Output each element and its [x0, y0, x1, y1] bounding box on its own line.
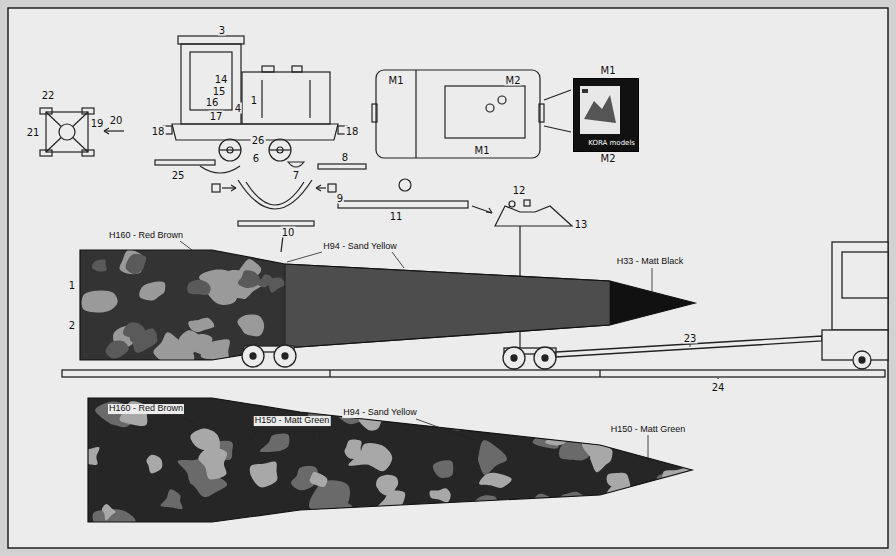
camouflage-patch — [126, 254, 147, 274]
callout-number: 23 — [683, 333, 698, 344]
callout-number: 7 — [292, 170, 300, 181]
camouflage-patch — [470, 495, 503, 522]
camouflage-patch — [348, 443, 392, 471]
callout-number: 1 — [250, 95, 258, 106]
camouflage-patch — [560, 415, 582, 431]
camouflage-patch — [538, 420, 555, 433]
camouflage-patch — [453, 501, 471, 520]
camouflage-patch — [546, 402, 578, 428]
camouflage-patch — [250, 461, 278, 487]
paint-label: H94 - Sand Yellow — [342, 408, 418, 418]
callout-number: 26 — [251, 135, 266, 146]
camouflage-patch — [328, 496, 352, 514]
camouflage-patch — [529, 398, 550, 413]
camouflage-patch — [493, 506, 522, 530]
callout-number: M2 — [505, 75, 522, 86]
camouflage-patch — [92, 259, 107, 271]
paint-label: H150 - Matt Green — [610, 425, 687, 435]
paint-label: H150 - Matt Green — [254, 416, 331, 426]
camouflage-patch — [171, 345, 194, 365]
locomotive-top-view — [372, 70, 571, 158]
camouflage-patch — [310, 472, 328, 487]
locomotive-side-view — [155, 36, 366, 173]
callout-number: 12 — [512, 185, 527, 196]
camouflage-patch — [187, 280, 210, 295]
camouflage-patch — [478, 440, 507, 475]
camouflage-patch — [198, 447, 227, 479]
rocket-top-view — [75, 390, 697, 530]
paint-label: H160 - Red Brown — [108, 231, 184, 241]
decal-sheet: KORA models — [573, 78, 639, 152]
camouflage-patch — [146, 455, 162, 474]
callout-number: M2 — [600, 153, 617, 164]
camouflage-patch — [75, 447, 99, 465]
callout-number: M1 — [600, 65, 617, 76]
camouflage-patch — [139, 282, 165, 301]
callout-number: 3 — [218, 25, 226, 36]
camouflage-patch — [432, 390, 460, 408]
camouflage-patch — [480, 502, 502, 518]
camouflage-patch — [620, 487, 657, 518]
callout-number: 13 — [574, 219, 589, 230]
paint-label: H94 - Sand Yellow — [322, 242, 398, 252]
camouflage-patch — [376, 475, 398, 493]
camouflage-patch — [514, 400, 536, 415]
camouflage-patch — [260, 433, 290, 452]
callout-number: 11 — [389, 211, 404, 222]
callout-number: M1 — [388, 75, 405, 86]
paint-label: H33 - Matt Black — [616, 257, 685, 267]
callout-number: 6 — [252, 153, 260, 164]
callout-number: 25 — [171, 170, 186, 181]
camouflage-patch — [429, 488, 450, 502]
callout-number: 4 — [234, 103, 242, 114]
camouflage-patch — [659, 481, 697, 511]
camouflage-patch — [132, 330, 157, 353]
camouflage-patch — [102, 504, 116, 521]
camouflage-patch — [479, 473, 512, 488]
callout-number: 20 — [109, 115, 124, 126]
callout-number: 16 — [205, 97, 220, 108]
callout-number: 18 — [151, 126, 166, 137]
callout-number: 10 — [281, 227, 296, 238]
rocket-side-view — [80, 250, 695, 366]
camouflage-patch — [552, 492, 586, 509]
callout-number: 22 — [41, 90, 56, 101]
paint-label: H160 - Red Brown — [108, 404, 184, 414]
callout-number: 21 — [26, 127, 41, 138]
locomotive-end-view — [40, 108, 124, 156]
decal-picture — [574, 79, 694, 199]
camouflage-patch — [650, 404, 685, 424]
camouflage-patch — [433, 460, 453, 478]
camouflage-patch — [238, 270, 260, 288]
paper — [8, 8, 888, 548]
camouflage-patch — [160, 489, 182, 509]
callout-number: 15 — [212, 86, 227, 97]
camouflage-patch — [188, 318, 214, 332]
leader-lines — [178, 241, 690, 462]
callout-number: 17 — [209, 111, 224, 122]
camouflage-patch — [377, 490, 405, 511]
callout-number: 14 — [214, 74, 229, 85]
callout-number: M1 — [474, 145, 491, 156]
camouflage-patch — [106, 340, 129, 358]
locomotive-right — [822, 242, 888, 369]
callout-number: 9 — [336, 193, 344, 204]
callout-number: 19 — [90, 118, 105, 129]
callout-number: 2 — [68, 320, 76, 331]
brand-text: KORA models — [588, 140, 635, 148]
callout-number: 1 — [68, 280, 76, 291]
callout-number: 8 — [341, 152, 349, 163]
transport-trolley — [62, 336, 885, 379]
callout-number: 24 — [711, 382, 726, 393]
camouflage-patch — [237, 314, 264, 336]
camouflage-patch — [82, 290, 118, 312]
camouflage-patch — [545, 426, 568, 445]
callout-number: 18 — [345, 126, 360, 137]
camouflage-patch — [656, 473, 688, 492]
camouflage-patch — [582, 436, 610, 459]
camouflage-patch — [581, 405, 615, 424]
